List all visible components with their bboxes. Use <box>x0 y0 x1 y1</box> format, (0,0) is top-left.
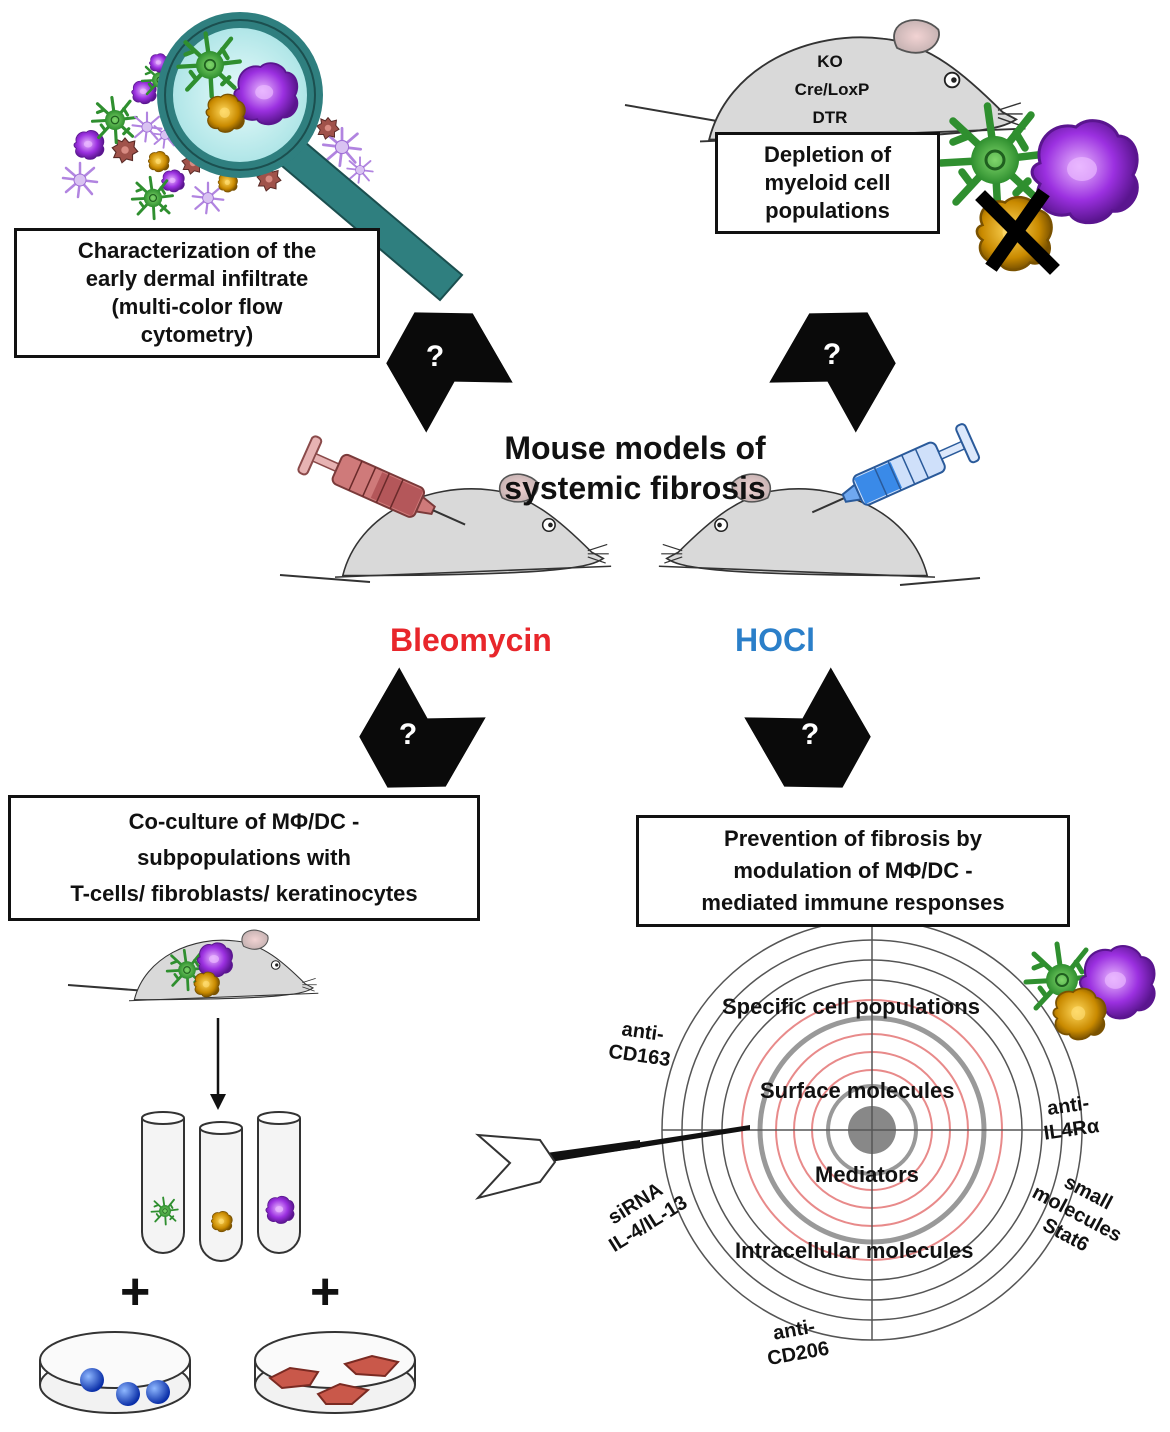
plus-sign: + <box>310 1263 341 1321</box>
syringe-icon-bleomycin <box>297 435 466 526</box>
tube-icon <box>199 1121 243 1262</box>
target-icon <box>661 919 1083 1341</box>
coculture-line: subpopulations with <box>137 845 351 870</box>
ring-label-specific-cells: Specific cell populations <box>722 994 980 1019</box>
characterization-line: (multi-color flow <box>111 294 283 319</box>
coculture-line: T-cells/ fibroblasts/ keratinocytes <box>70 881 418 906</box>
characterization-line: Characterization of the <box>77 238 317 263</box>
ring-label-intracellular: Intracellular molecules <box>735 1238 974 1263</box>
question-mark: ? <box>822 338 842 371</box>
cross-icon <box>975 188 1060 275</box>
tube-icon <box>141 1111 185 1254</box>
depletion-line: myeloid cell <box>764 170 891 195</box>
prevention-line: modulation of MΦ/DC - <box>733 858 973 883</box>
prevention-box: Prevention of fibrosis by modulation of … <box>636 815 1070 927</box>
petri-dish-icon <box>254 1331 416 1414</box>
syringe-icon-hocl <box>811 423 981 514</box>
bleomycin-label: Bleomycin <box>390 622 552 658</box>
depletion-box: Depletion of myeloid cell populations <box>715 132 940 234</box>
ring-label-surface: Surface molecules <box>760 1078 955 1103</box>
petri-dish-icon <box>39 1331 191 1414</box>
question-mark: ? <box>398 718 418 751</box>
center-title-line: systemic fibrosis <box>504 470 766 506</box>
depletion-line: Depletion of <box>763 142 892 167</box>
characterization-line: cytometry) <box>140 322 254 347</box>
characterization-box: Characterization of the early dermal inf… <box>14 228 380 358</box>
side-label-anti-cd163: anti- CD163 <box>607 1016 675 1072</box>
coculture-box: Co-culture of MΦ/DC - subpopulations wit… <box>8 795 480 921</box>
center-title-line: Mouse models of <box>504 430 766 466</box>
mouse-tail <box>279 574 371 583</box>
target-cells <box>1026 944 1156 1041</box>
tube-icon <box>257 1111 301 1254</box>
side-label-anti-il4ra: anti- IL4Rα <box>1039 1090 1101 1145</box>
depletion-line: populations <box>765 198 890 223</box>
question-mark: ? <box>425 340 445 373</box>
center-title: Mouse models of systemic fibrosis <box>470 428 800 508</box>
prevention-line: mediated immune responses <box>701 890 1005 915</box>
down-arrow <box>210 1018 226 1110</box>
mouse-label-cre-loxp: Cre/LoxP <box>794 80 870 99</box>
dart-icon <box>474 1125 750 1200</box>
mouse-label-dtr: DTR <box>812 108 848 127</box>
mouse-icon-hocl <box>657 473 981 586</box>
ring-label-mediators: Mediators <box>815 1162 919 1187</box>
hocl-label: HOCl <box>735 622 815 658</box>
coculture-line: Co-culture of MΦ/DC - <box>128 809 360 834</box>
characterization-line: early dermal infiltrate <box>85 266 309 291</box>
question-mark: ? <box>800 718 820 751</box>
prevention-line: Prevention of fibrosis by <box>724 826 982 851</box>
plus-sign: + <box>120 1263 151 1321</box>
mouse-label-ko: KO <box>817 52 843 71</box>
